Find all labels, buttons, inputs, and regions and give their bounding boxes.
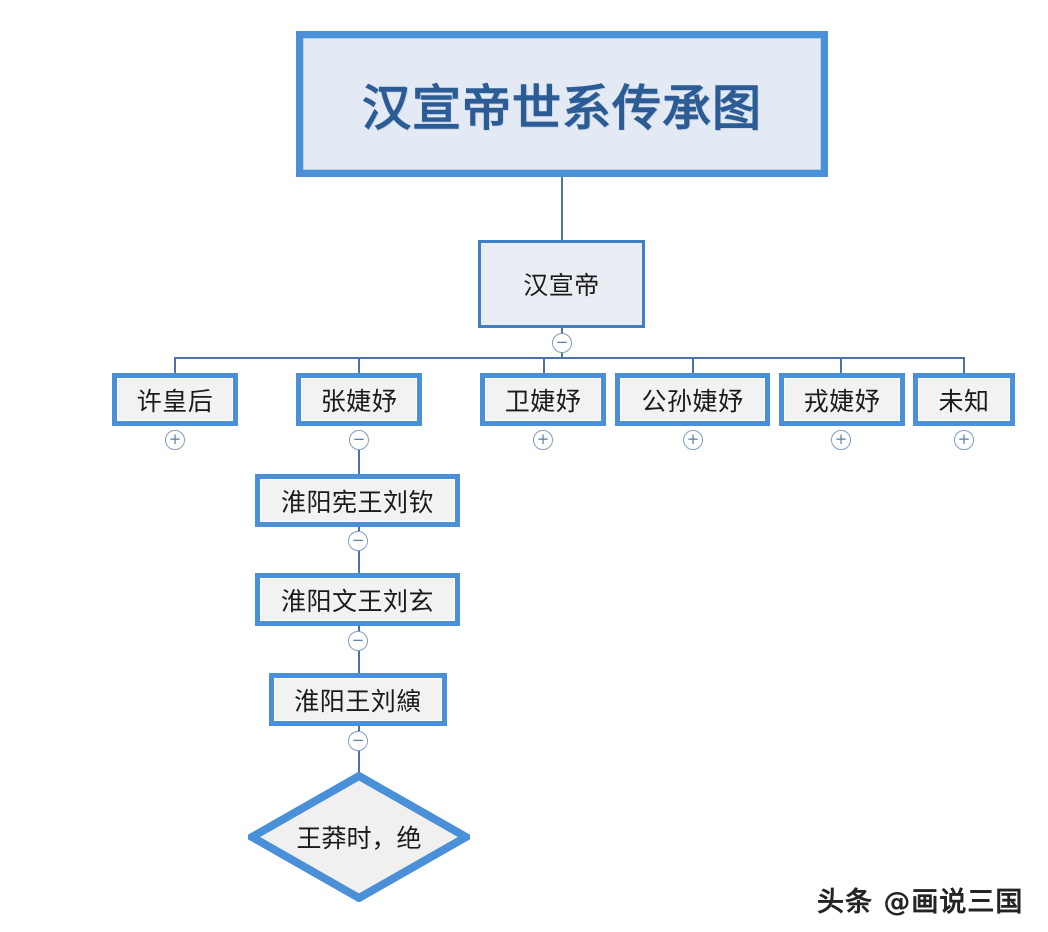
toggle-consort-1[interactable]: + (165, 430, 185, 450)
node-lineage-1-label: 淮阳宪王刘钦 (280, 487, 434, 517)
connector-drop-consort-3 (543, 357, 545, 375)
connector-lineage2-stub-bottom (358, 651, 360, 673)
toggle-consort-4-glyph: + (686, 429, 700, 448)
node-emperor[interactable]: 汉宣帝 (478, 240, 645, 328)
toggle-consort-3-glyph: + (536, 429, 550, 448)
node-emperor-inner: 汉宣帝 (481, 243, 642, 325)
toggle-lineage-2[interactable]: − (348, 631, 368, 651)
toggle-consort-6[interactable]: + (954, 430, 974, 450)
toggle-lineage-2-glyph: − (351, 630, 365, 649)
toggle-emperor-glyph: − (555, 332, 569, 351)
node-consort-5[interactable]: 戎婕妤 (779, 373, 905, 426)
node-consort-1[interactable]: 许皇后 (112, 373, 238, 426)
node-consort-6-inner: 未知 (918, 378, 1010, 421)
node-consort-4[interactable]: 公孙婕妤 (615, 373, 770, 426)
connector-drop-consort-5 (840, 357, 842, 375)
node-consort-6[interactable]: 未知 (913, 373, 1015, 426)
node-terminal-diamond[interactable]: 王莽时，绝 (248, 772, 470, 902)
node-lineage-2[interactable]: 淮阳文王刘玄 (255, 573, 460, 626)
toggle-consort-1-glyph: + (168, 429, 182, 448)
node-consort-4-label: 公孙婕妤 (641, 386, 744, 416)
connector-drop-consort-2 (358, 357, 360, 375)
node-consort-1-label: 许皇后 (136, 386, 214, 416)
toggle-consort-5-glyph: + (834, 429, 848, 448)
toggle-consort-3[interactable]: + (533, 430, 553, 450)
node-consort-1-inner: 许皇后 (117, 378, 233, 421)
toggle-consort-2-glyph: − (352, 429, 366, 448)
toggle-lineage-1-glyph: − (351, 530, 365, 549)
node-emperor-label: 汉宣帝 (523, 271, 600, 300)
watermark-credit: 头条 @画说三国 (817, 887, 1024, 918)
toggle-lineage-3-glyph: − (351, 730, 365, 749)
connector-lineage2-stub-top (358, 626, 360, 631)
connector-emperor-stub-top (561, 328, 563, 333)
node-consort-3[interactable]: 卫婕妤 (480, 373, 606, 426)
connector-lineage3-to-terminal (358, 751, 360, 775)
node-consort-2[interactable]: 张婕妤 (296, 373, 422, 426)
node-consort-4-inner: 公孙婕妤 (620, 378, 765, 421)
node-consort-3-label: 卫婕妤 (504, 386, 582, 416)
toggle-consort-6-glyph: + (957, 429, 971, 448)
page-title: 汉宣帝世系传承图 (361, 79, 762, 137)
toggle-consort-5[interactable]: + (831, 430, 851, 450)
connector-consort-bus (174, 357, 965, 359)
connector-lineage1-stub-top (358, 527, 360, 531)
node-consort-5-label: 戎婕妤 (803, 386, 881, 416)
node-consort-2-label: 张婕妤 (320, 386, 398, 416)
connector-drop-consort-4 (692, 357, 694, 375)
connector-drop-consort-6 (963, 357, 965, 375)
diamond-shape-icon (248, 772, 470, 902)
node-lineage-2-inner: 淮阳文王刘玄 (260, 578, 455, 621)
diagram-title-box[interactable]: 汉宣帝世系传承图 (296, 31, 828, 177)
node-consort-3-inner: 卫婕妤 (485, 378, 601, 421)
connector-lineage3-stub-top (358, 726, 360, 731)
title-inner-frame: 汉宣帝世系传承图 (303, 38, 821, 170)
toggle-lineage-1[interactable]: − (348, 531, 368, 551)
node-consort-5-inner: 戎婕妤 (784, 378, 900, 421)
node-lineage-1-inner: 淮阳宪王刘钦 (260, 479, 455, 522)
toggle-consort-4[interactable]: + (683, 430, 703, 450)
node-lineage-2-label: 淮阳文王刘玄 (280, 586, 434, 616)
toggle-consort-2[interactable]: − (349, 430, 369, 450)
connector-lineage1-stub-bottom (358, 551, 360, 573)
toggle-lineage-3[interactable]: − (348, 731, 368, 751)
connector-drop-consort-1 (174, 357, 176, 375)
node-lineage-3-label: 淮阳王刘縯 (294, 686, 422, 716)
connector-consort2-to-lineage1 (358, 450, 360, 474)
node-lineage-3[interactable]: 淮阳王刘縯 (269, 673, 447, 726)
node-consort-2-inner: 张婕妤 (301, 378, 417, 421)
connector-title-to-emperor (561, 177, 563, 240)
connector-emperor-stub-bottom (561, 353, 563, 358)
node-lineage-3-inner: 淮阳王刘縯 (274, 678, 442, 721)
node-lineage-1[interactable]: 淮阳宪王刘钦 (255, 474, 460, 527)
toggle-emperor[interactable]: − (552, 333, 572, 353)
node-consort-6-label: 未知 (938, 386, 990, 416)
node-terminal-label: 王莽时，绝 (296, 824, 422, 853)
